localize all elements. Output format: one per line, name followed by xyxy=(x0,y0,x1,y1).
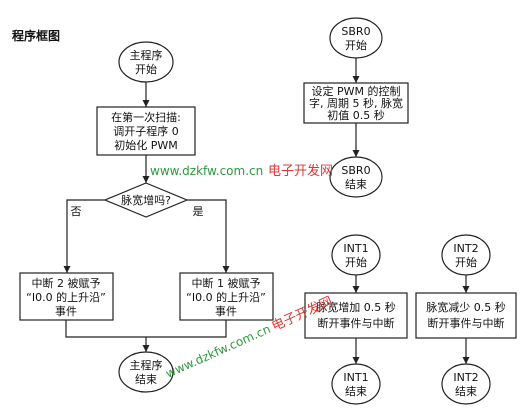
int2-start-node: INT2 开始 xyxy=(441,234,491,276)
sbr0-box-line1: 设定 PWM 的控制 xyxy=(312,84,401,98)
int2-start-line1: INT2 xyxy=(453,242,478,255)
main-right-line3: 事件 xyxy=(215,305,237,318)
main-start-line2: 开始 xyxy=(135,62,157,76)
sbr0-end-node: SBR0 结束 xyxy=(329,156,383,198)
int2-end-node: INT2 结束 xyxy=(441,363,491,405)
int1-box-line2: 断开事件与中断 xyxy=(318,316,395,330)
sbr0-box-line2: 字, 周期 5 秒, 脉宽 xyxy=(309,96,403,110)
arrowhead-1 xyxy=(142,176,150,183)
int2-end-line1: INT2 xyxy=(453,371,478,384)
arrowhead-0 xyxy=(142,100,150,107)
sbr0-end-line2: 结束 xyxy=(345,178,367,191)
int1-end-node: INT1 结束 xyxy=(331,363,381,405)
arrowhead-8 xyxy=(352,357,360,364)
arrowhead-4 xyxy=(142,345,150,352)
watermark-top: www.dzkfw.com.cn 电子开发网 xyxy=(150,163,333,179)
arrowhead-10 xyxy=(462,357,470,364)
main-init-line2: 调开子程序 0 xyxy=(113,124,179,138)
arrowhead-3 xyxy=(222,266,230,273)
sbr0-end-line1: SBR0 xyxy=(341,164,370,177)
watermark-top-url: www.dzkfw.com.cn xyxy=(150,164,263,178)
int1-start-line1: INT1 xyxy=(343,242,368,255)
int1-start-line2: 开始 xyxy=(345,255,367,269)
chart-title: 程序框图 xyxy=(12,28,60,43)
main-init-line3: 初始化 PWM xyxy=(114,138,178,152)
main-end-node: 主程序 结束 xyxy=(118,351,174,393)
watermark-top-cn: 电子开发网 xyxy=(268,163,333,179)
int2-box-line2: 断开事件与中断 xyxy=(428,316,505,330)
watermark-diag-url: www.dzkfw.com.cn xyxy=(164,322,273,381)
main-decision-node: 脉宽增吗? xyxy=(103,182,189,218)
main-start-line1: 主程序 xyxy=(130,48,163,62)
sbr0-box-line3: 初值 0.5 秒 xyxy=(327,108,385,122)
branch-yes-label: 是 xyxy=(193,205,204,218)
main-decision-label: 脉宽增吗? xyxy=(121,193,171,207)
sbr0-box: 设定 PWM 的控制 字, 周期 5 秒, 脉宽 初值 0.5 秒 xyxy=(303,82,409,124)
main-start-node: 主程序 开始 xyxy=(118,41,174,83)
main-init-line1: 在第一次扫描: xyxy=(111,110,181,124)
main-right-box: 中断 1 被赋予 “I0.0 的上升沿” 事件 xyxy=(179,272,274,321)
main-right-line2: “I0.0 的上升沿” xyxy=(186,290,266,304)
int2-box: 脉宽减少 0.5 秒 断开事件与中断 xyxy=(415,292,517,339)
arrowhead-9 xyxy=(462,286,470,293)
arrowhead-2 xyxy=(63,266,71,273)
main-end-line2: 结束 xyxy=(135,373,157,386)
int1-start-node: INT1 开始 xyxy=(331,234,381,276)
arrowhead-5 xyxy=(352,76,360,83)
int2-start-line2: 开始 xyxy=(455,255,477,269)
int1-box-line1: 脉宽增加 0.5 秒 xyxy=(316,300,396,314)
main-left-line1: 中断 2 被赋予 xyxy=(32,276,101,290)
int1-end-line2: 结束 xyxy=(345,385,367,398)
sbr0-start-node: SBR0 开始 xyxy=(329,17,383,59)
arrowheads-group xyxy=(63,76,470,364)
int2-end-line2: 结束 xyxy=(455,385,477,398)
arrowhead-7 xyxy=(352,286,360,293)
branch-no-label: 否 xyxy=(71,205,82,218)
int1-end-line1: INT1 xyxy=(343,371,368,384)
branch-no-line xyxy=(66,199,105,273)
arrowhead-6 xyxy=(352,150,360,157)
main-init-box: 在第一次扫描: 调开子程序 0 初始化 PWM xyxy=(96,106,196,156)
main-left-line2: “I0.0 的上升沿” xyxy=(26,290,106,304)
sbr0-start-line1: SBR0 xyxy=(341,25,370,38)
main-left-line3: 事件 xyxy=(55,305,77,318)
int1-box: 脉宽增加 0.5 秒 断开事件与中断 xyxy=(304,292,408,339)
merge-line xyxy=(65,320,227,338)
int2-box-line1: 脉宽减少 0.5 秒 xyxy=(426,300,506,314)
branch-yes-line xyxy=(187,199,227,273)
main-right-line1: 中断 1 被赋予 xyxy=(192,276,261,290)
sbr0-start-line2: 开始 xyxy=(345,38,367,52)
main-left-box: 中断 2 被赋予 “I0.0 的上升沿” 事件 xyxy=(19,272,114,321)
main-end-line1: 主程序 xyxy=(130,358,163,372)
